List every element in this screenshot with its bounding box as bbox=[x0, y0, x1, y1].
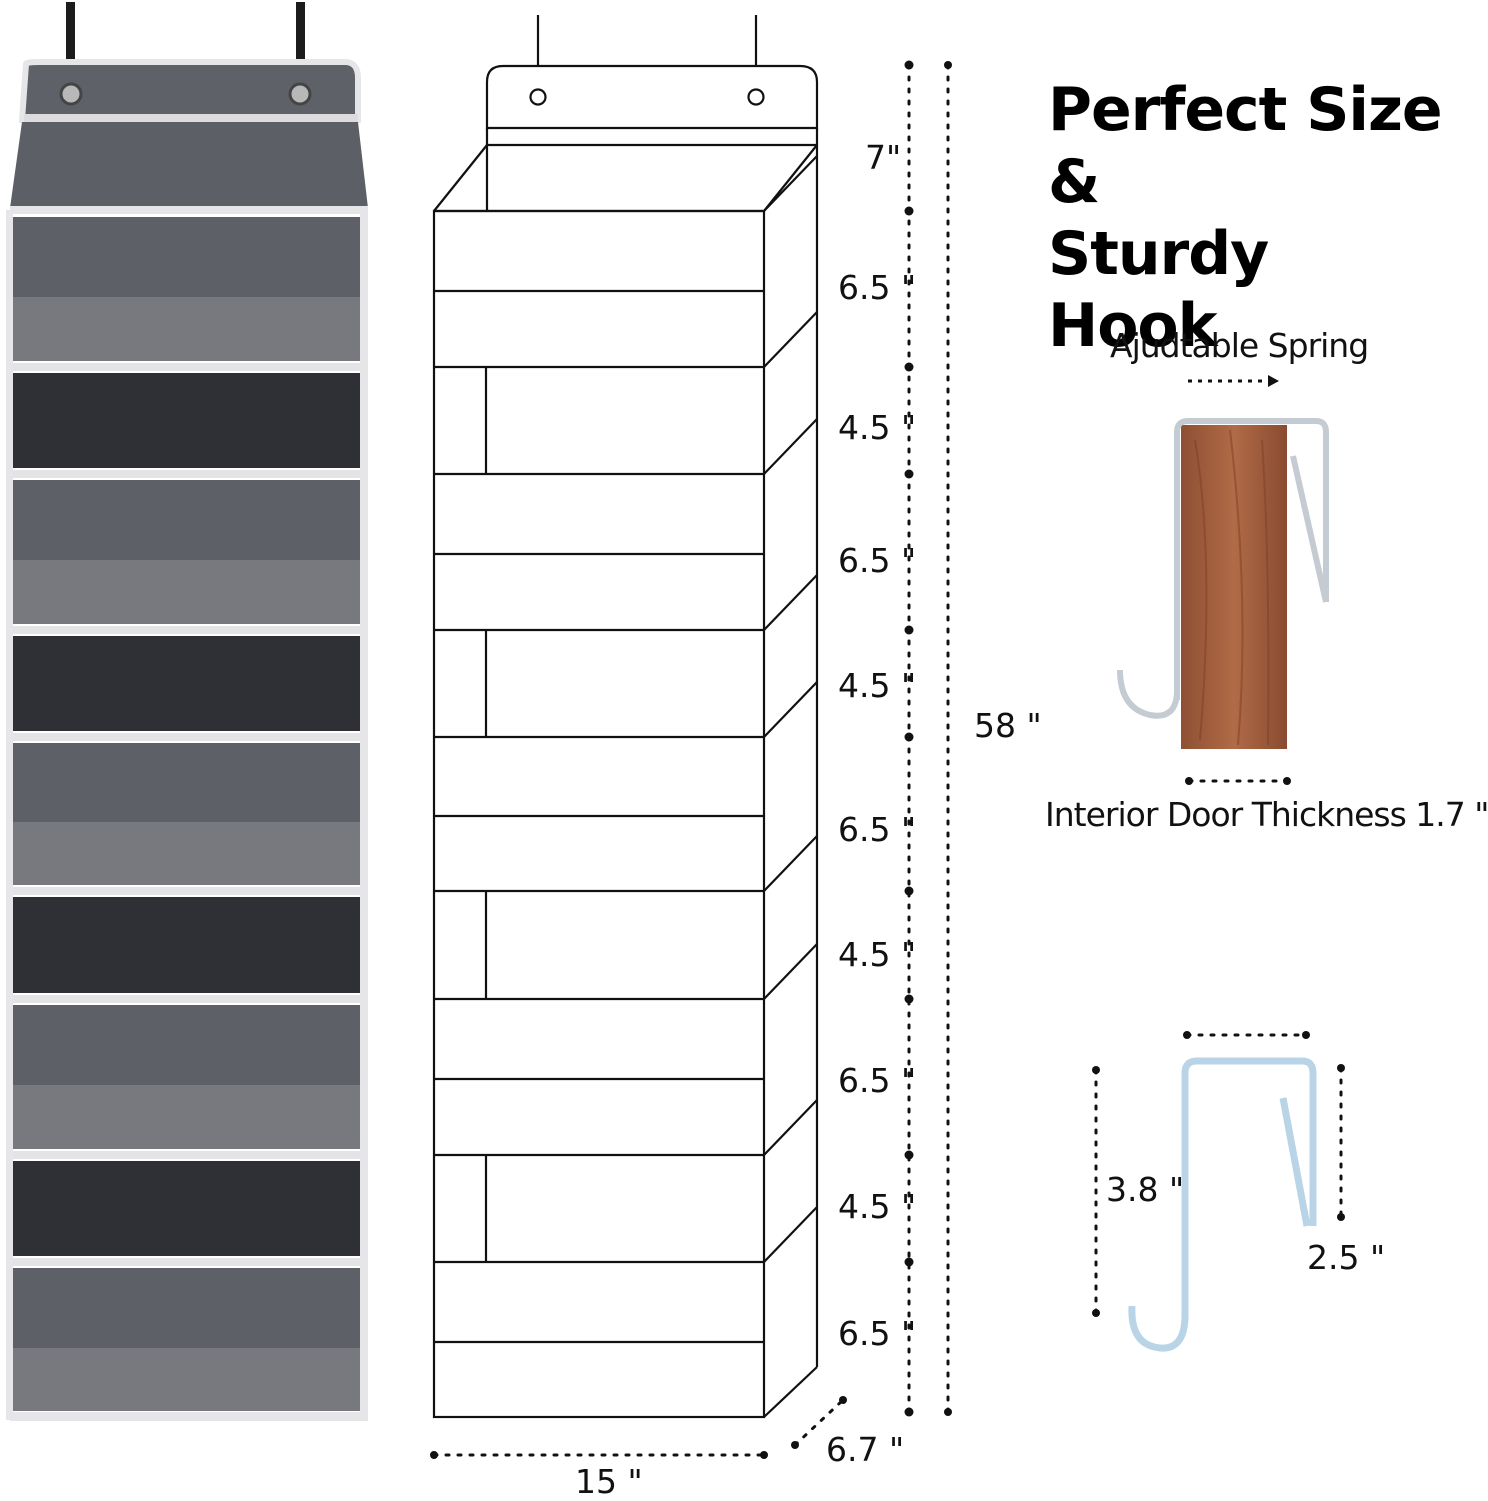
product-infographic: 7" 6.5 " 4.5 " 6.5 " 4.5 " 6.5 " 4.5 " 6.5 " 4.5… bbox=[6, 2, 1488, 1501]
segment-height-label: 4.5 " bbox=[838, 935, 917, 974]
headline: Perfect Size & Sturdy Hook bbox=[1048, 74, 1448, 362]
width-label: 15 " bbox=[575, 1462, 643, 1501]
hook-inner-height-label: 2.5 " bbox=[1307, 1238, 1386, 1277]
segment-height-label: 6.5 " bbox=[838, 1314, 917, 1353]
segment-height-label: 4.5 " bbox=[838, 1187, 917, 1226]
segment-height-label: 6.5 " bbox=[838, 541, 917, 580]
hook-height-label: 3.8 " bbox=[1106, 1170, 1185, 1209]
organizer-photo bbox=[6, 2, 368, 1421]
headline-line-1: Perfect Size & bbox=[1048, 75, 1443, 217]
total-height-label: 58 " bbox=[974, 706, 1042, 745]
headline-line-2: Sturdy Hook bbox=[1048, 219, 1269, 361]
depth-label: 6.7 " bbox=[826, 1430, 905, 1469]
spring-label: Ajudtable Spring bbox=[1110, 326, 1369, 365]
segment-height-label: 6.5 " bbox=[838, 1061, 917, 1100]
door-thickness-label: Interior Door Thickness 1.7 " bbox=[1045, 795, 1488, 834]
segment-height-label: 4.5 " bbox=[838, 408, 917, 447]
hook-on-door-illustration bbox=[1092, 375, 1345, 1352]
segment-height-label: 4.5 " bbox=[838, 666, 917, 705]
segment-height-label: 6.5 " bbox=[838, 810, 917, 849]
segment-height-label: 6.5 " bbox=[838, 268, 917, 307]
dimension-diagram bbox=[430, 15, 952, 1459]
segment-height-label: 7" bbox=[865, 138, 902, 177]
